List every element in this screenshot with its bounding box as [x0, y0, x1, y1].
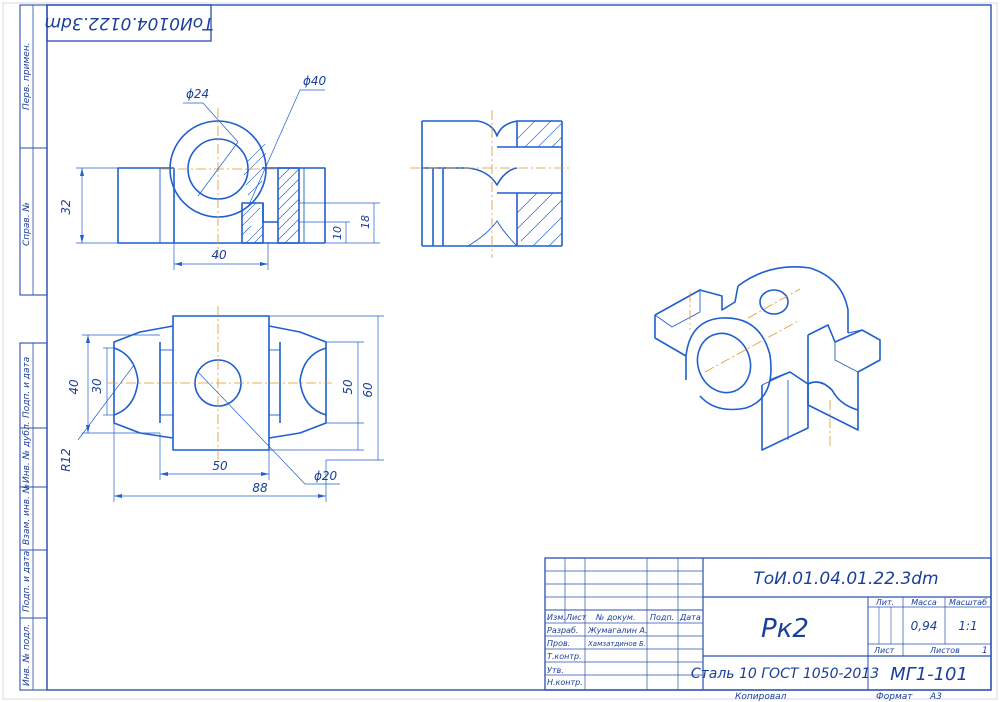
strip-label-podl: Инв. № подл. [22, 624, 32, 686]
hdr-sheet: Лист [565, 613, 587, 622]
isometric-view [654, 266, 881, 451]
dim-d40: ϕ40 [303, 74, 327, 88]
hdr-doc-no: № докум. [595, 613, 635, 622]
dim-32: 32 [59, 199, 73, 214]
title-group: МГ1-101 [890, 664, 968, 685]
dim-40-front: 40 [211, 248, 227, 262]
developer-name: Жумагалин А. [587, 626, 648, 635]
dim-30: 30 [90, 378, 104, 394]
strip-label-vzam: Взам. инв. № [22, 484, 32, 545]
strip-label-podp2: Подп. и дата [22, 551, 32, 612]
dim-60: 60 [361, 382, 375, 398]
dim-18: 18 [359, 215, 372, 229]
hdr-mass: Масса [911, 598, 937, 607]
title-part-name: Рк2 [761, 614, 809, 644]
title-doc-code: ТоИ.01.04.01.22.3dm [753, 569, 938, 589]
dim-50-vert: 50 [341, 379, 355, 395]
top-view: 40 30 R12 50 60 50 88 ϕ20 [59, 306, 384, 502]
strip-label-perv: Перв. примен. [22, 42, 32, 110]
sheets-value: 1 [982, 646, 988, 656]
role-approved: Утв. [547, 666, 564, 675]
role-developed: Разраб. [547, 626, 578, 635]
hdr-lit: Лит. [875, 598, 894, 607]
scale-value: 1:1 [958, 619, 977, 633]
dim-10: 10 [331, 226, 344, 240]
role-checked: Пров. [547, 639, 570, 648]
strip-label-sprav: Справ. № [22, 202, 32, 246]
title-material: Сталь 10 ГОСТ 1050-2013 [691, 666, 879, 682]
hdr-date: Дата [679, 613, 701, 622]
hdr-change: Изм. [547, 613, 566, 622]
sheets-label: Листов [929, 646, 960, 655]
dim-88: 88 [252, 481, 268, 495]
role-tcontrol: Т.контр. [547, 652, 582, 661]
dim-d24: ϕ24 [186, 87, 209, 101]
dim-d20: ϕ20 [314, 469, 338, 483]
checker-name: Хамзатдинов Б. [587, 640, 646, 648]
side-view [410, 110, 572, 258]
strip-label-podp1: Подп. и дата [22, 357, 32, 418]
dim-50-horiz: 50 [212, 459, 228, 473]
footer-format-label: Формат [876, 692, 913, 702]
rotated-stamp: ТоИ0104.0122.3dm [44, 4, 214, 42]
front-view: 32 40 10 18 ϕ24 ϕ40 [59, 74, 380, 270]
role-ncontrol: Н.контр. [547, 678, 583, 687]
strip-label-dubl: Инв. № дубл. [22, 421, 32, 483]
hdr-sign: Подп. [650, 613, 674, 622]
mass-value: 0,94 [911, 619, 938, 633]
side-strip: Перв. примен. Справ. № Подп. и дата Инв.… [19, 4, 48, 691]
footer-copied: Копировал [735, 692, 787, 702]
dim-r12: R12 [59, 448, 73, 472]
footer-format-value: А3 [929, 692, 942, 702]
title-block: ТоИ.01.04.01.22.3dm Рк2 Сталь 10 ГОСТ 10… [544, 557, 992, 691]
sheet-label: Лист [873, 646, 895, 655]
rotated-stamp-code: ТоИ0104.0122.3dm [44, 13, 213, 33]
hdr-scale: Масштаб [949, 598, 987, 607]
dim-40-top: 40 [67, 379, 81, 395]
